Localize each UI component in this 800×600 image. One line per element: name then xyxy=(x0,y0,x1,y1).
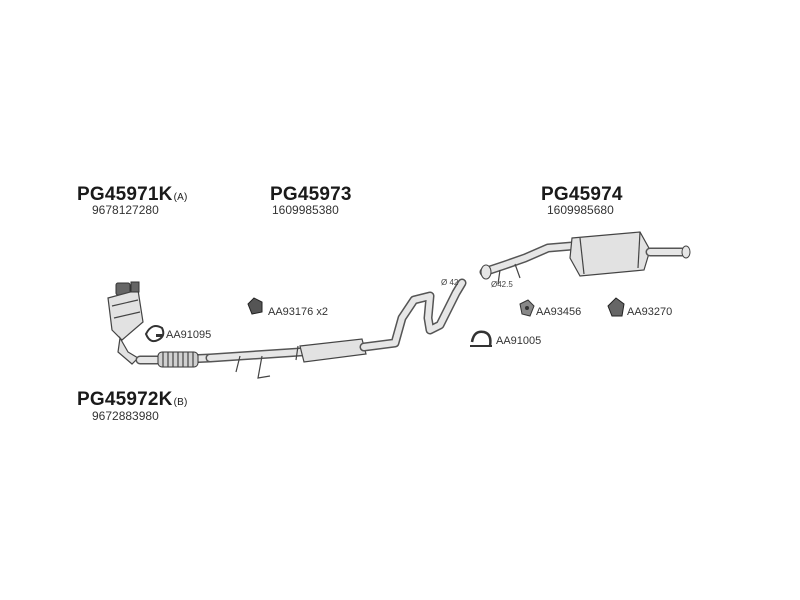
diameter-label-42-5: Ø42.5 xyxy=(491,280,513,289)
oe-number-pg45974: 1609985680 xyxy=(547,203,614,217)
accessory-label-aa91005: AA91005 xyxy=(496,335,542,347)
accessory-label-aa93456: AA93456 xyxy=(536,306,582,318)
clamp-icon xyxy=(144,325,165,343)
catalytic-converter xyxy=(107,281,144,365)
rear-silencer xyxy=(479,231,691,285)
flex-pipe xyxy=(135,351,215,368)
rubber-mount-icon xyxy=(247,297,263,315)
hanger-bracket-icon xyxy=(519,299,535,317)
rubber-hanger-icon xyxy=(607,297,625,317)
gasket-ring-icon xyxy=(470,330,492,347)
accessory-label-aa93176: AA93176 x2 xyxy=(268,306,328,318)
part-code-pg45971k: PG45971K(A) xyxy=(77,184,188,205)
part-code-pg45972k: PG45972K(B) xyxy=(77,389,188,410)
accessory-label-aa91095: AA91095 xyxy=(166,329,212,341)
middle-pipe xyxy=(205,278,467,379)
oe-number-pg45971k: 9678127280 xyxy=(92,203,159,217)
part-code-pg45974: PG45974 xyxy=(541,184,623,205)
oe-number-pg45973: 1609985380 xyxy=(272,203,339,217)
diameter-label-42: Ø 42 xyxy=(441,278,459,287)
part-code-pg45973: PG45973 xyxy=(270,184,352,205)
oe-number-pg45972k: 9672883980 xyxy=(92,409,159,423)
accessory-label-aa93270: AA93270 xyxy=(627,306,673,318)
